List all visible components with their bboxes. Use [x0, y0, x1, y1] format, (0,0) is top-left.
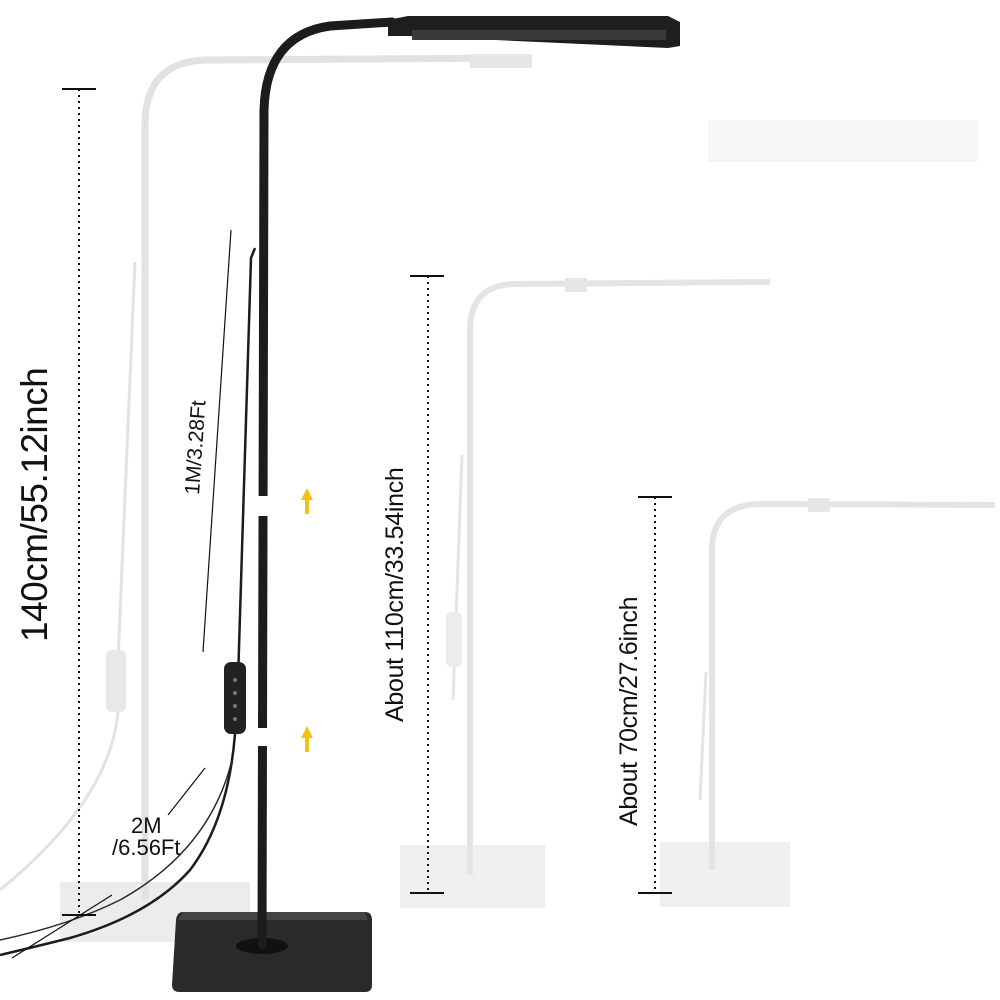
main-lamp	[0, 16, 680, 992]
dimension-arm-cable	[202, 229, 232, 653]
dimension-70	[638, 496, 672, 894]
faint-background-shape	[708, 120, 978, 162]
arrow-up-icon	[301, 488, 313, 514]
power-cable-label-line2: /6.56Ft	[112, 835, 181, 860]
arrow-up-icon	[301, 726, 313, 752]
ghost-lamp-short	[660, 498, 996, 907]
height-min-label: About 70cm/27.6inch	[615, 596, 643, 826]
dimension-140	[62, 88, 96, 916]
power-cable-label: 2M /6.56Ft	[112, 815, 180, 859]
power-cable-label-line1: 2M	[130, 813, 162, 838]
height-max-label: 140cm/55.12inch	[14, 367, 55, 642]
ghost-lamp-medium	[400, 278, 771, 908]
dimension-110	[410, 275, 444, 894]
height-mid-label: About 110cm/33.54inch	[381, 467, 409, 722]
dimension-power-cable	[11, 767, 206, 959]
